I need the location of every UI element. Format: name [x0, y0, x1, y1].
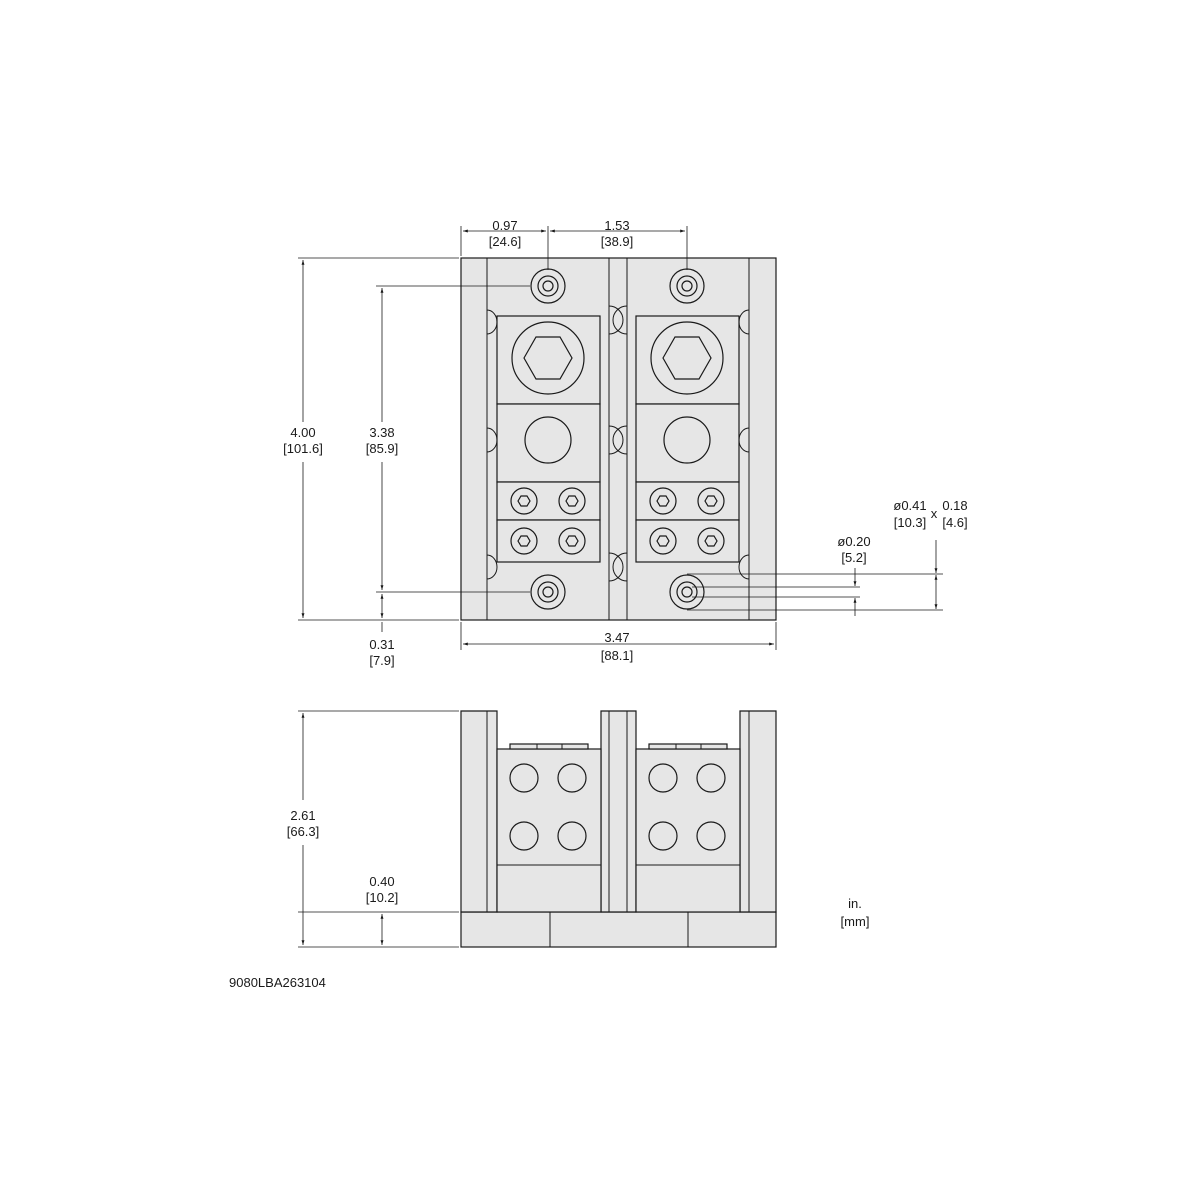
- screw-heads-left: [509, 743, 589, 750]
- dim-347-mm: [88.1]: [601, 648, 634, 663]
- dim-338-mm: [85.9]: [366, 441, 399, 456]
- dim-041-mm: [10.3]: [894, 515, 927, 530]
- dim-041-x: x: [931, 506, 938, 521]
- tap-screws-right: [649, 487, 725, 555]
- dim-347-in: 3.47: [604, 630, 629, 645]
- screw-heads-right: [648, 743, 728, 750]
- front-view: [460, 710, 777, 948]
- dim-020-in: ø0.20: [837, 534, 870, 549]
- dim-018-mm: [4.6]: [942, 515, 967, 530]
- dim-338-in: 3.38: [369, 425, 394, 440]
- dim-041-in: ø0.41: [893, 498, 926, 513]
- dim-031-in: 0.31: [369, 637, 394, 652]
- dim-153-in: 1.53: [604, 218, 629, 233]
- dimension-lines-top: [298, 226, 943, 650]
- units-mm: [mm]: [841, 914, 870, 929]
- top-view: [460, 257, 777, 621]
- dim-097-mm: [24.6]: [489, 234, 522, 249]
- wire-port-left: [524, 416, 572, 464]
- dim-261-in: 2.61: [290, 808, 315, 823]
- tap-screws-left: [510, 487, 586, 555]
- dim-261-mm: [66.3]: [287, 824, 320, 839]
- dimension-lines-front: [298, 710, 459, 948]
- hex-screw-icon: [523, 336, 573, 380]
- mounting-holes: [530, 268, 705, 610]
- dim-400-mm: [101.6]: [283, 441, 323, 456]
- dim-097-in: 0.97: [492, 218, 517, 233]
- dim-031-mm: [7.9]: [369, 653, 394, 668]
- wall-center: [600, 710, 637, 913]
- channel-lines: [486, 258, 750, 620]
- wall-left: [460, 710, 498, 913]
- dimension-labels: 0.97 [24.6] 1.53 [38.9] 4.00 [101.6] 3.3…: [283, 218, 968, 905]
- hex-screw-icon: [662, 336, 712, 380]
- dim-040-in: 0.40: [369, 874, 394, 889]
- base: [460, 911, 777, 948]
- dim-153-mm: [38.9]: [601, 234, 634, 249]
- terminal-left: [496, 315, 601, 563]
- units-in: in.: [848, 896, 862, 911]
- dim-020-mm: [5.2]: [841, 550, 866, 565]
- wall-right: [739, 710, 777, 913]
- dim-040-mm: [10.2]: [366, 890, 399, 905]
- wire-port-right: [663, 416, 711, 464]
- part-number: 9080LBA263104: [229, 975, 326, 990]
- terminal-right: [635, 315, 740, 563]
- dim-400-in: 4.00: [290, 425, 315, 440]
- dim-018-in: 0.18: [942, 498, 967, 513]
- units-legend: in. [mm]: [841, 896, 870, 929]
